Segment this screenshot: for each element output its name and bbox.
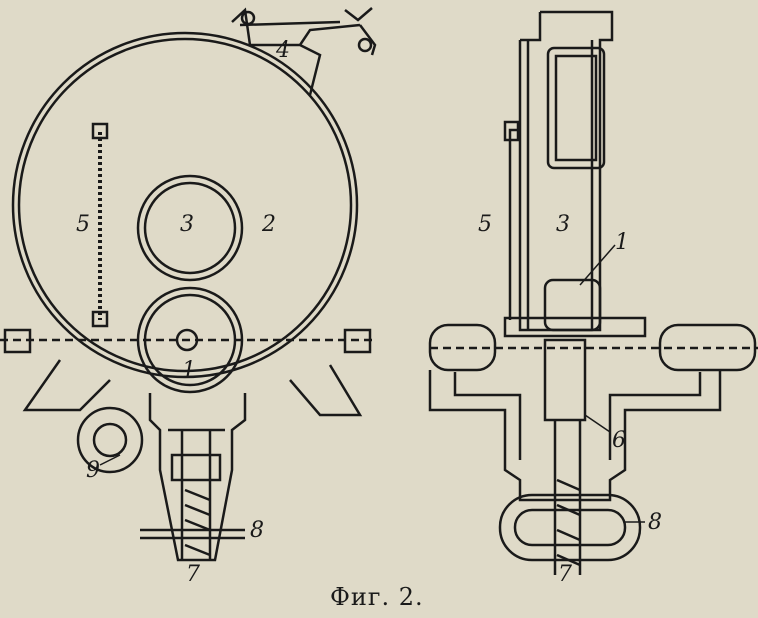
- housing: [428, 370, 722, 502]
- label-2: 2: [262, 212, 276, 237]
- roller-right: [658, 323, 757, 372]
- roller-left: [428, 323, 497, 372]
- label-7-right: 7: [558, 562, 572, 587]
- label-8-right: 8: [648, 510, 662, 535]
- label-5-right: 5: [478, 212, 492, 237]
- legs: [22, 359, 363, 417]
- ring-8: [498, 493, 642, 562]
- leader-lines: [99, 244, 645, 531]
- label-7: 7: [186, 562, 200, 587]
- column-3: [518, 10, 614, 332]
- label-3: 3: [180, 212, 194, 237]
- label-9: 9: [86, 458, 100, 483]
- figure-caption: Фиг. 2.: [330, 583, 424, 611]
- drum-2: [11, 31, 359, 379]
- roller-3: [136, 174, 244, 282]
- label-6-right: 6: [612, 428, 626, 453]
- label-5: 5: [76, 212, 90, 237]
- label-1: 1: [182, 358, 196, 383]
- left-view: [0, 7, 377, 562]
- bracket-4: [231, 7, 377, 96]
- right-view: [428, 10, 758, 575]
- label-1-right: 1: [615, 230, 629, 255]
- label-4: 4: [276, 38, 290, 63]
- frame-1: [543, 278, 602, 332]
- funnel: [148, 393, 247, 562]
- flange-9: [76, 406, 144, 474]
- label-8: 8: [250, 518, 264, 543]
- label-3-right: 3: [556, 212, 570, 237]
